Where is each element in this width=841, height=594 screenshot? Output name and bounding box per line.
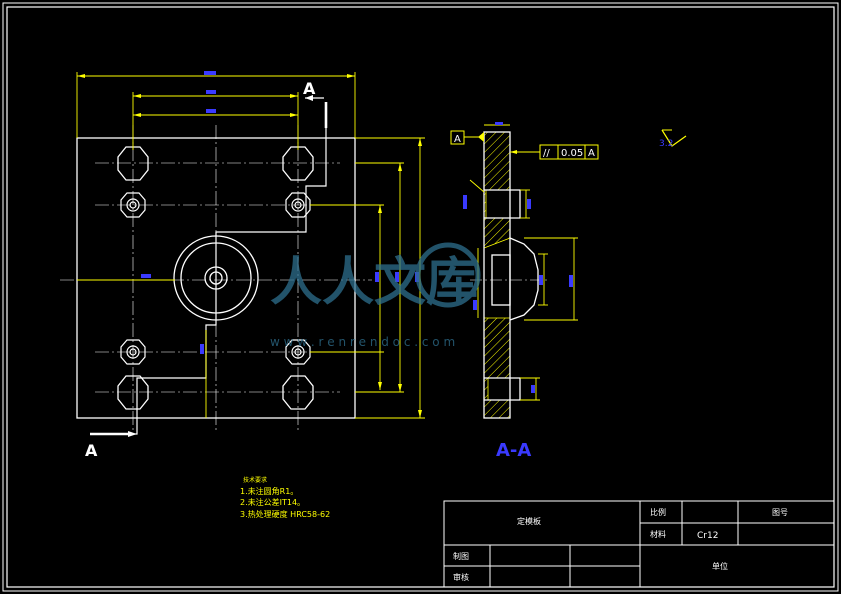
datum-triangle xyxy=(478,132,484,142)
notes-line-1: 1.未注圆角R1。 xyxy=(240,486,298,496)
drawn-label: 制图 xyxy=(453,551,469,561)
roughness-symbol: 3.2 xyxy=(659,129,687,149)
tolerance-datum: A xyxy=(588,148,595,159)
watermark: 人人文库 w w w . r e n r e n d o c . c o m xyxy=(270,242,481,349)
watermark-brand: 人人文库 xyxy=(270,253,478,313)
notes-line-2: 2.未注公差IT14。 xyxy=(240,497,305,507)
notes-line-3: 3.热处理硬度 HRC58-62 xyxy=(240,509,330,519)
datum-label: A xyxy=(454,134,461,145)
scale-label: 比例 xyxy=(650,507,666,517)
section-outline xyxy=(483,131,539,419)
view-label-bottom: A xyxy=(85,441,98,460)
unit-label: 单位 xyxy=(712,561,728,571)
section-title: A-A xyxy=(496,440,531,461)
view-label-top: A xyxy=(303,79,316,98)
part-name: 定模板 xyxy=(517,516,541,526)
watermark-url: w w w . r e n r e n d o c . c o m xyxy=(270,335,455,349)
checked-label: 审核 xyxy=(453,572,469,582)
tolerance-frame xyxy=(510,144,599,160)
drawing-no-label: 图号 xyxy=(772,508,788,517)
tolerance-value: 0.05 xyxy=(561,148,583,159)
material-label: 材料 xyxy=(650,529,666,539)
bolt-holes xyxy=(117,146,314,410)
dimension-lines xyxy=(76,72,425,419)
section-hatch xyxy=(483,131,511,419)
datum-box xyxy=(450,130,465,145)
roughness-value: 3.2 xyxy=(659,139,673,149)
pin-holes xyxy=(120,192,311,365)
front-view: A A xyxy=(60,71,425,460)
section-dimension-marks xyxy=(463,122,573,393)
title-block: 定模板 比例 图号 材料 Cr12 制图 审核 单位 xyxy=(443,500,835,588)
dimension-arrows xyxy=(77,74,422,418)
technical-notes: 技术要求 1.未注圆角R1。 2.未注公差IT14。 3.热处理硬度 HRC58… xyxy=(240,476,330,519)
section-cut-line xyxy=(90,114,327,435)
cut-arrowhead-bottom xyxy=(128,431,137,437)
inner-frame xyxy=(6,6,835,588)
notes-heading: 技术要求 xyxy=(243,476,267,484)
cut-arrowhead-top xyxy=(305,95,313,101)
tolerance-symbol: // xyxy=(543,148,550,159)
section-view: A // 0.05 A xyxy=(450,122,599,461)
material-value: Cr12 xyxy=(697,531,718,541)
